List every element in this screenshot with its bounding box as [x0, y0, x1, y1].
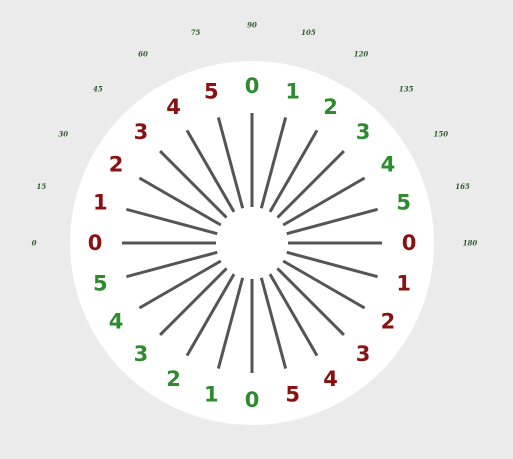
ring-number-label: 4 — [109, 310, 124, 334]
dial-spoke — [286, 207, 378, 236]
dial-spoke — [268, 273, 319, 357]
degree-label: 0 — [32, 239, 37, 248]
ring-number-label: 3 — [134, 342, 149, 366]
degree-label: 60 — [138, 50, 148, 59]
dial-spoke — [286, 250, 378, 279]
dial-spoke — [276, 150, 345, 219]
dial-hub — [220, 211, 284, 275]
dial-spoke — [259, 277, 288, 369]
ring-number-label: 4 — [166, 95, 181, 119]
degree-label: 120 — [354, 50, 369, 59]
ring-number-label: 5 — [93, 272, 108, 296]
ring-number-label: 1 — [93, 190, 108, 214]
dial-spoke — [159, 150, 228, 219]
degree-label: 90 — [247, 21, 257, 30]
degree-label: 165 — [455, 182, 470, 191]
ring-number-label: 0 — [245, 74, 260, 98]
dial-spoke — [282, 176, 366, 227]
ring-number-label: 3 — [134, 120, 149, 144]
ring-number-label: 0 — [402, 231, 417, 255]
degree-label: 15 — [37, 182, 47, 191]
degree-label: 135 — [399, 84, 414, 93]
degree-label: 180 — [463, 239, 478, 248]
dial-spoke — [216, 117, 245, 209]
dial-spoke — [216, 277, 245, 369]
ring-number-label: 2 — [166, 367, 181, 391]
dial-spoke — [126, 207, 218, 236]
dial-spoke — [138, 176, 222, 227]
ring-number-label: 0 — [245, 388, 260, 412]
dial-spoke — [259, 117, 288, 209]
ring-number-label: 2 — [381, 310, 396, 334]
dial-spoke — [276, 267, 345, 336]
degree-label: 30 — [58, 130, 68, 139]
ring-number-label: 1 — [396, 272, 411, 296]
spoke-group — [122, 113, 382, 373]
ring-number-label: 4 — [381, 153, 396, 177]
ring-number-label: 0 — [88, 231, 103, 255]
ring-number-label: 2 — [323, 95, 338, 119]
dial-spoke — [282, 259, 366, 310]
ring-number-label: 1 — [204, 383, 219, 407]
degree-label: 150 — [433, 130, 448, 139]
dial-spoke — [126, 250, 218, 279]
degree-label: 75 — [191, 28, 201, 37]
dial-spoke — [185, 273, 236, 357]
ring-number-label: 1 — [285, 79, 300, 103]
degree-label: 105 — [301, 28, 316, 37]
ring-number-label: 5 — [396, 190, 411, 214]
dial-spoke — [268, 129, 319, 213]
ring-number-label: 4 — [323, 367, 338, 391]
degree-label: 45 — [93, 84, 103, 93]
dial-spoke — [159, 267, 228, 336]
dial-spoke — [185, 129, 236, 213]
ring-number-label: 3 — [356, 342, 371, 366]
ring-number-label: 3 — [356, 120, 371, 144]
dial-spoke — [138, 259, 222, 310]
ring-number-label: 5 — [204, 79, 219, 103]
ring-number-label: 5 — [285, 383, 300, 407]
ring-number-label: 2 — [109, 153, 124, 177]
